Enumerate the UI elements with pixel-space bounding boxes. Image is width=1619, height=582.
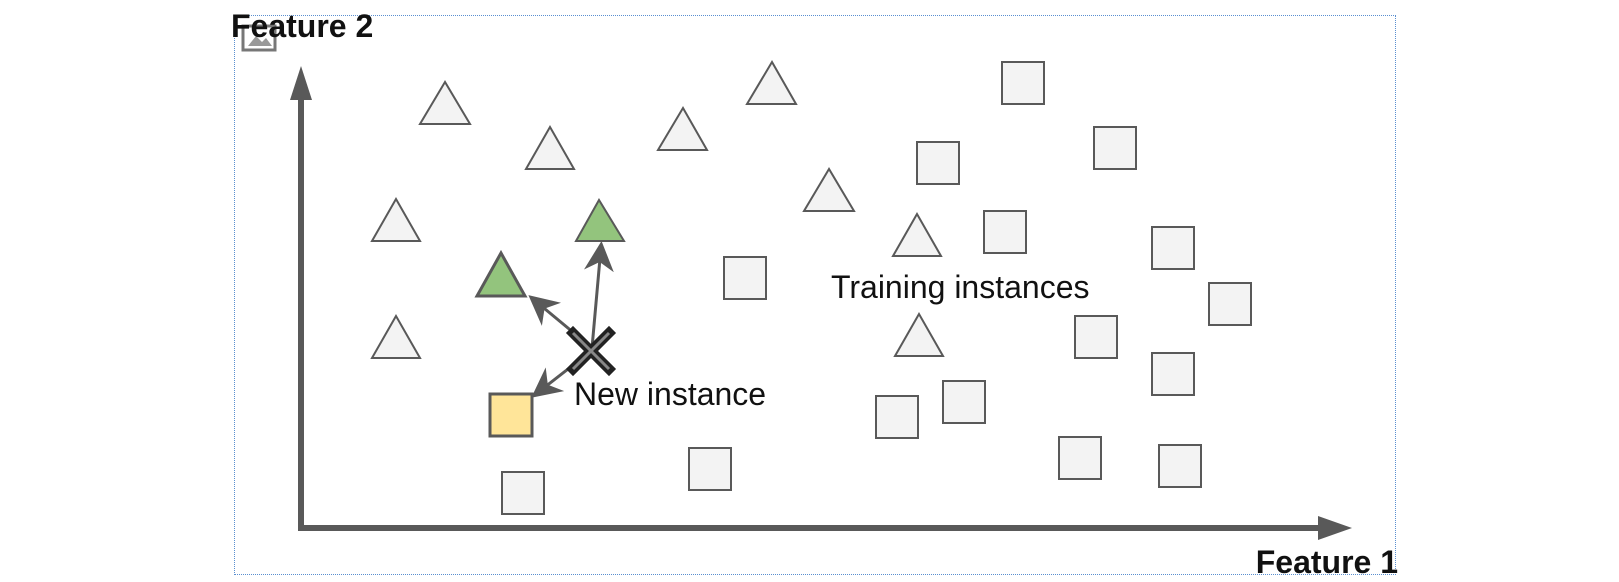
square-instance: [1208, 282, 1252, 326]
square-instance: [723, 256, 767, 300]
triangle-instances: [370, 60, 945, 359]
y-axis-arrowhead: [290, 66, 312, 100]
triangle-instance: [370, 313, 422, 359]
nearest-neighbor-triangle: [474, 249, 528, 298]
x-axis-arrowhead: [1318, 516, 1352, 540]
triangle-instance: [418, 80, 472, 125]
triangle-instance: [745, 60, 798, 105]
triangle-instance: [656, 106, 709, 151]
square-instance: [983, 210, 1027, 254]
square-instance: [688, 447, 732, 491]
square-instance: [1158, 444, 1202, 488]
diagram-frame: [234, 15, 1396, 575]
x-cross-icon: [565, 325, 617, 377]
triangle-instance: [891, 211, 943, 257]
y-axis-title: Feature 2: [231, 8, 373, 44]
nearest-neighbor-square: [488, 392, 534, 438]
triangle-instance: [893, 311, 945, 357]
square-instance: [916, 141, 960, 185]
square-instance: [875, 395, 919, 439]
square-instance: [1151, 352, 1195, 396]
triangle-instance: [802, 167, 856, 212]
square-instance: [501, 471, 545, 515]
square-instances: [501, 61, 1252, 515]
square-instance: [1093, 126, 1137, 170]
new-instance-label: New instance: [574, 376, 766, 412]
square-instance: [942, 380, 986, 424]
triangle-instance: [370, 196, 422, 242]
square-instance: [1001, 61, 1045, 105]
triangle-instance: [524, 124, 576, 170]
training-instances-label: Training instances: [831, 269, 1090, 305]
nearest-neighbor-triangle: [574, 198, 626, 242]
square-instance: [1151, 226, 1195, 270]
square-instance: [1058, 436, 1102, 480]
neighbor-arrow: [583, 241, 614, 349]
x-axis-title: Feature 1: [1256, 544, 1398, 580]
image-placeholder-icon: [241, 24, 277, 52]
square-instance: [1074, 315, 1118, 359]
